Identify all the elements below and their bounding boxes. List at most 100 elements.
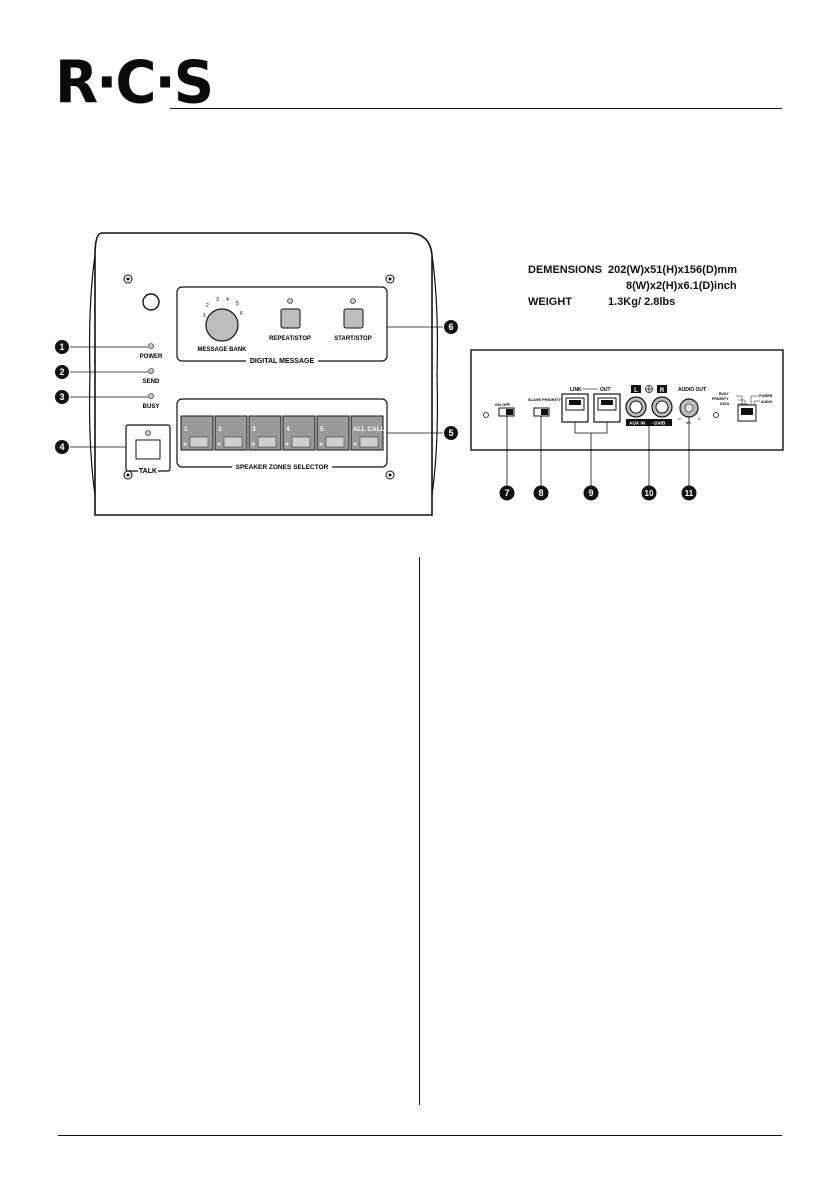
dial-tick: 1 [203, 313, 206, 319]
callout-leaders [70, 326, 443, 448]
zone-button-4[interactable]: 4 [282, 415, 316, 451]
aux-in-bar [626, 419, 672, 426]
audio-out-label: AUDIO OUT [678, 387, 706, 393]
zone-button-2[interactable]: 2 [214, 415, 248, 451]
svg-text:5: 5 [448, 428, 453, 438]
screw-icon [713, 412, 719, 418]
zone-button-5[interactable]: 5 [316, 415, 350, 451]
start-led [350, 298, 356, 304]
rcs-logo: R·C·S [55, 48, 214, 118]
aux-in-left-jack[interactable] [625, 396, 647, 418]
dial-tick: 2 [206, 303, 209, 309]
weight-label: WEIGHT [528, 296, 572, 308]
rear-panel-chassis [470, 349, 784, 451]
callout-badge-6: 6 [444, 320, 458, 334]
repeat-stop-button[interactable] [280, 308, 301, 329]
callout-badge-7: 7 [499, 485, 515, 501]
aux-level-label: -10dB [652, 421, 666, 427]
svg-text:1: 1 [59, 342, 64, 352]
jack-badge-right: R [657, 385, 667, 394]
callout-badge-2: 2 [55, 365, 69, 379]
screw-icon [123, 274, 395, 480]
on-off-label: ON OFF [495, 402, 511, 407]
svg-text:2: 2 [218, 426, 222, 433]
callout-badge-9: 9 [583, 485, 599, 501]
send-label: SEND [143, 379, 160, 385]
callout-badge-1: 1 [55, 340, 69, 354]
svg-text:5: 5 [320, 426, 324, 433]
rear-panel-diagram: ON OFF SLAVE PRIORITY LINK OUT L R AUX I… [470, 349, 784, 501]
send-led [148, 368, 154, 374]
knob-max-label: 0 [698, 417, 700, 421]
front-panel-diagram: DIGITAL MESSAGE 1 2 3 4 5 6 MESSAGE BANK… [55, 232, 458, 516]
svg-text:L: L [634, 388, 638, 394]
zone-buttons: 1 2 3 4 5 ALL CALL [180, 415, 385, 451]
out-rj45-port[interactable] [593, 393, 621, 423]
svg-text:6: 6 [448, 322, 453, 332]
start-stop-button[interactable] [343, 308, 364, 329]
rj-busy-label: BUSY [719, 392, 729, 396]
aux-in-label: AUX IN [629, 421, 646, 427]
rj-data-label: DATA [720, 402, 730, 406]
repeat-led [287, 298, 293, 304]
svg-text:10: 10 [645, 489, 654, 498]
callout-badge-4: 4 [55, 440, 69, 454]
power-label: POWER [140, 354, 163, 360]
callout-badge-8: 8 [533, 485, 549, 501]
callout-badge-10: 10 [641, 485, 657, 501]
footer-rule [58, 1135, 782, 1137]
control-rj-port[interactable] [737, 404, 757, 422]
zone-button-all-call[interactable]: ALL CALL [350, 415, 385, 451]
dimensions-label: DEMENSIONS [528, 264, 602, 276]
zone-button-1[interactable]: 1 [180, 415, 214, 451]
talk-led [145, 430, 151, 436]
dial-tick: 4 [226, 297, 229, 303]
svg-text:ALL CALL: ALL CALL [353, 426, 385, 433]
weight-value: 1.3Kg/ 2.8lbs [608, 296, 676, 308]
jack-badge-left: L [631, 385, 641, 394]
callout-badge-5: 5 [444, 426, 458, 440]
svg-text:7: 7 [504, 488, 509, 498]
svg-text:8: 8 [538, 488, 543, 498]
repeat-stop-label: REPEAT/STOP [269, 336, 311, 342]
start-stop-label: START/STOP [334, 336, 371, 342]
link-label: LINK [570, 387, 582, 393]
busy-led [148, 393, 154, 399]
digital-message-label: DIGITAL MESSAGE [250, 358, 315, 365]
dial-tick: 6 [240, 311, 243, 317]
talk-label: TALK [139, 468, 157, 475]
slave-priority-label: SLAVE PRIORITY [528, 397, 561, 402]
aux-in-right-jack[interactable] [651, 396, 673, 418]
callout-badge-3: 3 [55, 390, 69, 404]
svg-text:11: 11 [685, 489, 694, 498]
dimensions-mm: 202(W)x51(H)x156(D)mm [608, 264, 737, 276]
header-rule [170, 108, 782, 110]
talk-button[interactable] [135, 439, 161, 460]
busy-label: BUSY [143, 404, 160, 410]
svg-text:R: R [660, 388, 665, 394]
svg-text:1: 1 [184, 426, 188, 433]
svg-text:3: 3 [252, 426, 256, 433]
svg-text:9: 9 [588, 488, 593, 498]
link-rj45-port[interactable] [561, 393, 589, 423]
speaker-zones-label: SPEAKER ZONES SELECTOR [236, 464, 329, 471]
power-led [148, 343, 154, 349]
callout-badge-11: 11 [681, 485, 697, 501]
rj-power-label: POWER [759, 394, 773, 398]
svg-text:4: 4 [286, 426, 290, 433]
message-bank-dial[interactable] [205, 308, 239, 342]
rj-priority-label: PRIORITY [712, 397, 729, 401]
dial-tick: 5 [236, 301, 239, 307]
svg-text:4: 4 [59, 442, 64, 452]
rj-pin-leaders [736, 395, 760, 405]
ground-icon [645, 385, 653, 393]
svg-text:2: 2 [59, 367, 64, 377]
knob-min-label: -∞ [677, 417, 681, 421]
column-divider [419, 557, 421, 1105]
dimensions-inch: 8(W)x2(H)x6.1(D)inch [626, 280, 737, 292]
screw-icon [483, 412, 489, 418]
zone-button-3[interactable]: 3 [248, 415, 282, 451]
message-bank-label: MESSAGE BANK [197, 347, 247, 353]
knob-mid-label: dB [686, 421, 691, 425]
out-label: OUT [600, 387, 611, 393]
